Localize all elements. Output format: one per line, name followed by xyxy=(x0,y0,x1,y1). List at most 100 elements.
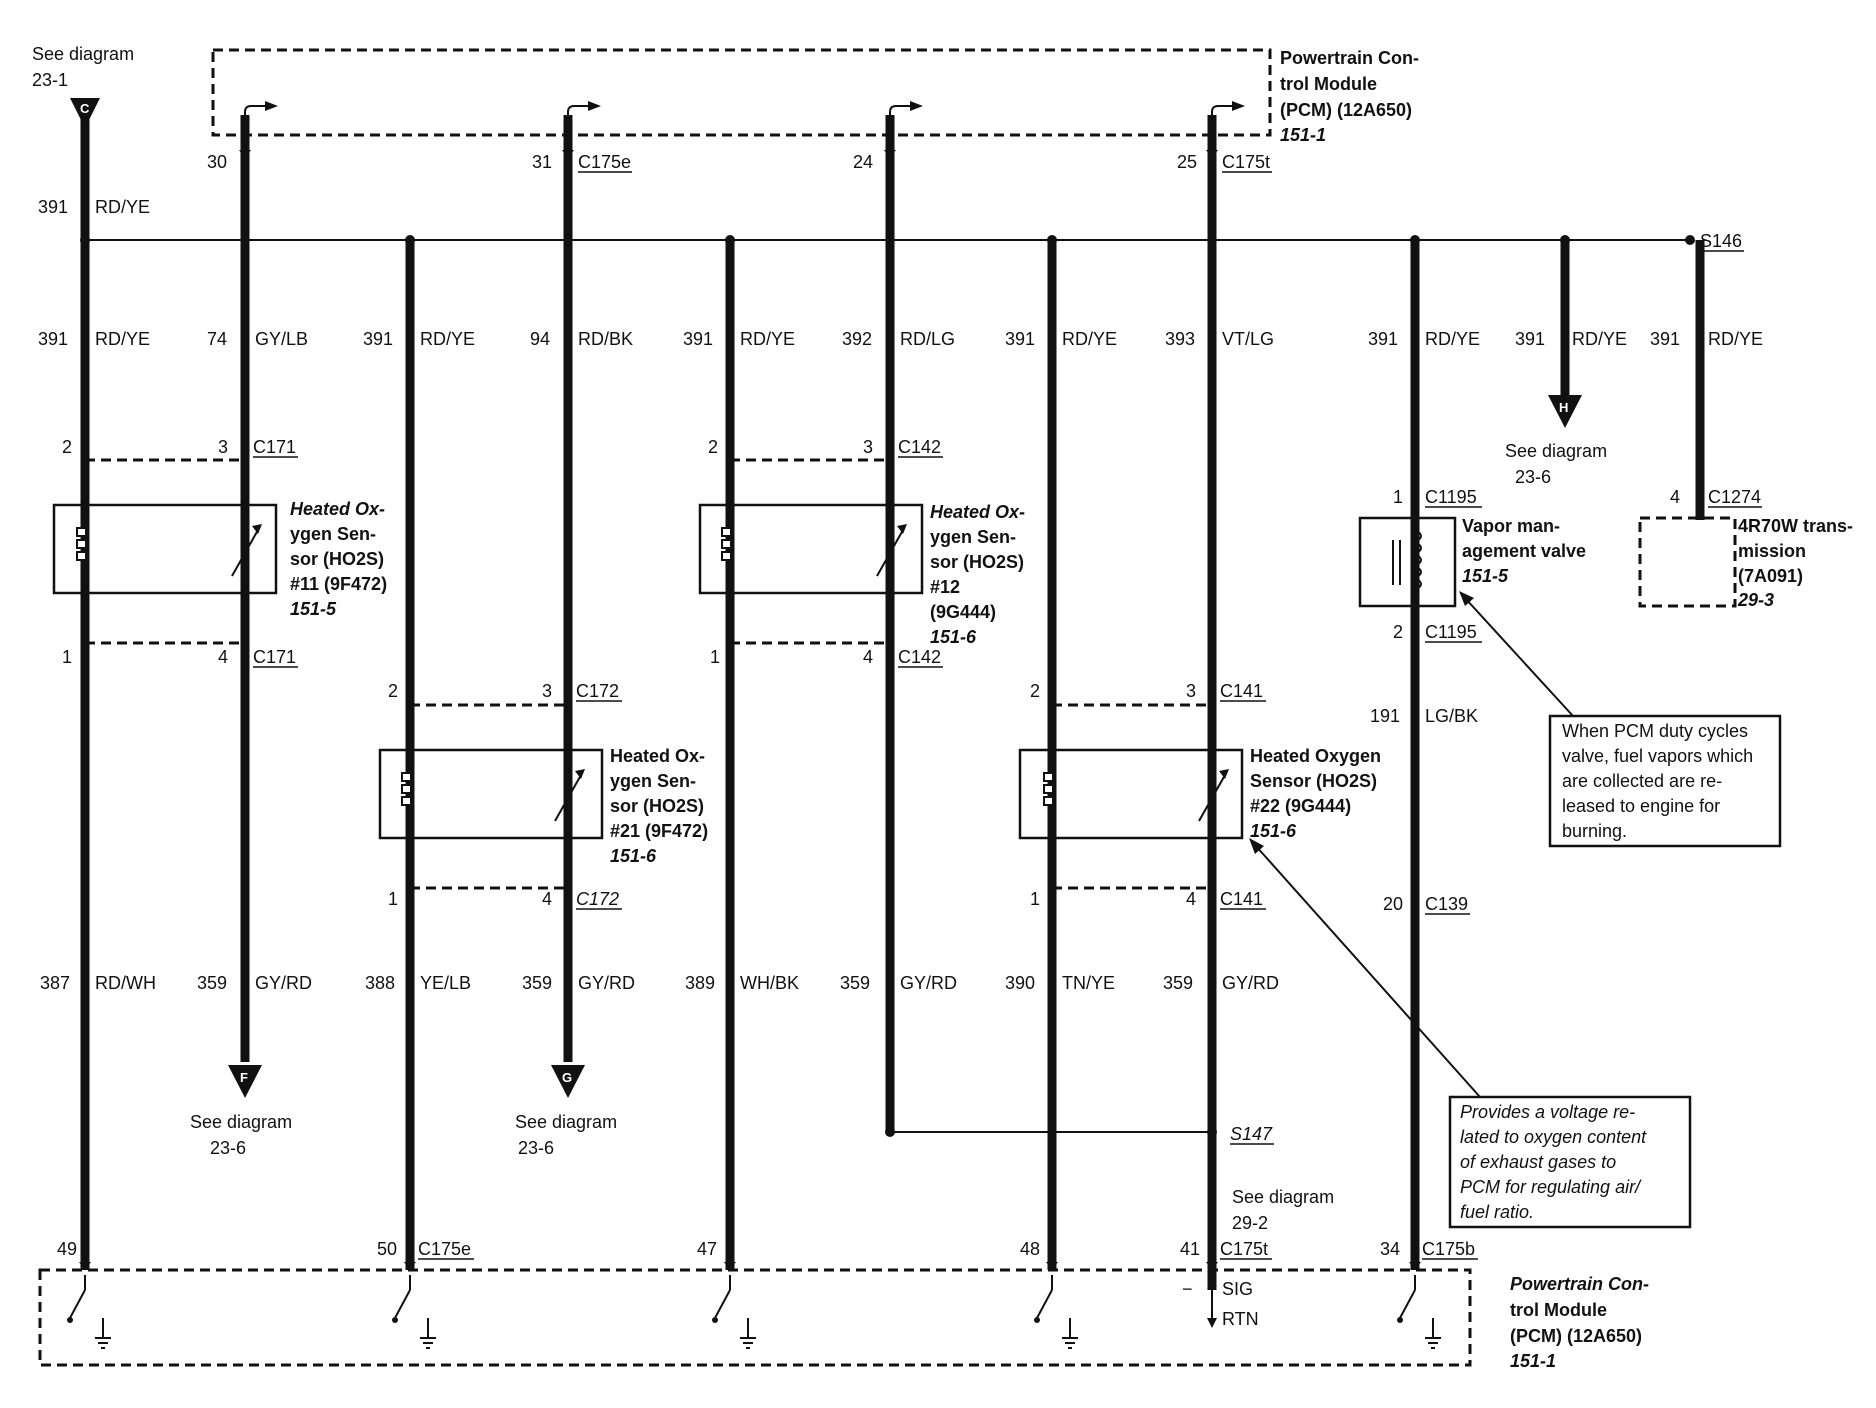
transmission-box xyxy=(1638,516,1737,608)
see-diagram-h: H See diagram 23-6 xyxy=(1505,395,1607,487)
svg-text:Heated Ox-: Heated Ox- xyxy=(930,502,1025,522)
connector-c141-lower: 1 4 C141 xyxy=(1030,886,1266,910)
svg-text:RD/YE: RD/YE xyxy=(1708,329,1763,349)
svg-text:S147: S147 xyxy=(1230,1124,1273,1144)
svg-text:RTN: RTN xyxy=(1222,1309,1259,1329)
svg-text:C171: C171 xyxy=(253,647,296,667)
connector-c142-upper: 2 3 C142 xyxy=(708,437,943,462)
svg-text:GY/RD: GY/RD xyxy=(900,973,957,993)
transmission-label: 4R70W trans- mission (7A091) 29-3 xyxy=(1737,516,1853,610)
see-diagram-29-2: See diagram 29-2 xyxy=(1232,1187,1334,1233)
svg-text:F: F xyxy=(240,1070,248,1085)
svg-text:151-6: 151-6 xyxy=(930,627,977,647)
bottom-pins: 49 50 C175e 47 48 41 C175t 34 C175b xyxy=(57,1239,1478,1260)
svg-text:(9G444): (9G444) xyxy=(930,602,996,622)
svg-text:151-5: 151-5 xyxy=(290,599,337,619)
svg-text:31: 31 xyxy=(532,152,552,172)
svg-text:valve, fuel vapors which: valve, fuel vapors which xyxy=(1562,746,1753,766)
svg-text:3: 3 xyxy=(218,437,228,457)
svg-text:2: 2 xyxy=(1030,681,1040,701)
svg-text:48: 48 xyxy=(1020,1239,1040,1259)
svg-text:391: 391 xyxy=(1650,329,1680,349)
svg-text:(7A091): (7A091) xyxy=(1738,566,1803,586)
svg-text:C: C xyxy=(80,101,90,116)
svg-text:RD/YE: RD/YE xyxy=(1425,329,1480,349)
svg-text:Powertrain Con-: Powertrain Con- xyxy=(1510,1274,1649,1294)
connector-c139: 20 C139 xyxy=(1383,894,1470,915)
svg-text:359: 359 xyxy=(522,973,552,993)
svg-text:RD/YE: RD/YE xyxy=(95,329,150,349)
svg-text:RD/YE: RD/YE xyxy=(740,329,795,349)
svg-text:GY/RD: GY/RD xyxy=(1222,973,1279,993)
svg-text:4: 4 xyxy=(1186,889,1196,909)
svg-text:RD/YE: RD/YE xyxy=(1062,329,1117,349)
svg-text:3: 3 xyxy=(542,681,552,701)
sig-rtn-labels: − SIG RTN xyxy=(1182,1279,1259,1329)
svg-text:RD/WH: RD/WH xyxy=(95,973,156,993)
svg-text:sor (HO2S): sor (HO2S) xyxy=(610,796,704,816)
vapor-valve xyxy=(1358,516,1457,608)
wire-labels-upper: 391 RD/YE 391 RD/YE 74 GY/LB 391 RD/YE 9… xyxy=(38,197,1763,349)
svg-text:23-6: 23-6 xyxy=(518,1138,554,1158)
connector-c172-lower: 1 4 C172 xyxy=(388,886,622,910)
svg-text:GY/LB: GY/LB xyxy=(255,329,308,349)
svg-text:WH/BK: WH/BK xyxy=(740,973,799,993)
svg-text:20: 20 xyxy=(1383,894,1403,914)
svg-text:4: 4 xyxy=(863,647,873,667)
svg-text:C172: C172 xyxy=(576,889,619,909)
svg-text:Powertrain Con-: Powertrain Con- xyxy=(1280,48,1419,68)
svg-text:VT/LG: VT/LG xyxy=(1222,329,1274,349)
svg-text:4: 4 xyxy=(218,647,228,667)
svg-text:359: 359 xyxy=(1163,973,1193,993)
sensor-22-label: Heated Oxygen Sensor (HO2S) #22 (9G444) … xyxy=(1250,746,1381,841)
svg-text:392: 392 xyxy=(842,329,872,349)
svg-text:151-1: 151-1 xyxy=(1510,1351,1556,1371)
svg-text:C1195: C1195 xyxy=(1425,622,1477,642)
svg-text:C141: C141 xyxy=(1220,889,1263,909)
svg-text:agement valve: agement valve xyxy=(1462,541,1586,561)
svg-text:41: 41 xyxy=(1180,1239,1200,1259)
top-pins: 30 31 C175e 24 25 C175t xyxy=(207,152,1272,173)
svg-text:G: G xyxy=(562,1070,572,1085)
svg-text:mission: mission xyxy=(1738,541,1806,561)
svg-text:See diagram: See diagram xyxy=(32,44,134,64)
svg-text:S146: S146 xyxy=(1700,231,1742,251)
svg-text:4: 4 xyxy=(1670,487,1680,507)
svg-text:RD/BK: RD/BK xyxy=(578,329,633,349)
svg-text:359: 359 xyxy=(840,973,870,993)
svg-text:151-6: 151-6 xyxy=(610,846,657,866)
svg-text:Vapor man-: Vapor man- xyxy=(1462,516,1560,536)
pcm-top-label: Powertrain Con- trol Module (PCM) (12A65… xyxy=(1280,48,1419,145)
svg-text:SIG: SIG xyxy=(1222,1279,1253,1299)
svg-text:See diagram: See diagram xyxy=(515,1112,617,1132)
svg-text:C175t: C175t xyxy=(1222,152,1270,172)
connector-c171-lower: 1 4 C171 xyxy=(62,641,298,668)
svg-text:2: 2 xyxy=(708,437,718,457)
splice-s146: S146 xyxy=(1685,231,1744,252)
svg-text:388: 388 xyxy=(365,973,395,993)
svg-text:RD/YE: RD/YE xyxy=(420,329,475,349)
sensor-ho2s-21 xyxy=(378,748,604,840)
svg-text:1: 1 xyxy=(62,647,72,667)
sensor-11-label: Heated Ox- ygen Sen- sor (HO2S) #11 (9F4… xyxy=(290,499,387,619)
svg-text:151-5: 151-5 xyxy=(1462,566,1509,586)
svg-text:LG/BK: LG/BK xyxy=(1425,706,1478,726)
svg-text:25: 25 xyxy=(1177,152,1197,172)
svg-text:29-3: 29-3 xyxy=(1737,590,1774,610)
svg-text:(PCM) (12A650): (PCM) (12A650) xyxy=(1510,1326,1642,1346)
svg-text:24: 24 xyxy=(853,152,873,172)
connector-c142-lower: 1 4 C142 xyxy=(710,641,943,668)
svg-text:#21 (9F472): #21 (9F472) xyxy=(610,821,708,841)
svg-text:391: 391 xyxy=(683,329,713,349)
svg-text:C141: C141 xyxy=(1220,681,1263,701)
svg-text:C172: C172 xyxy=(576,681,619,701)
vapor-valve-label: Vapor man- agement valve 151-5 xyxy=(1462,516,1586,586)
svg-text:#11 (9F472): #11 (9F472) xyxy=(290,574,387,594)
svg-text:trol Module: trol Module xyxy=(1280,74,1377,94)
svg-text:Heated Ox-: Heated Ox- xyxy=(610,746,705,766)
pcm-switch-ground-icons xyxy=(67,1275,1441,1349)
svg-text:C142: C142 xyxy=(898,647,941,667)
connector-c1274: 4 C1274 xyxy=(1670,487,1762,508)
svg-text:2: 2 xyxy=(1393,622,1403,642)
